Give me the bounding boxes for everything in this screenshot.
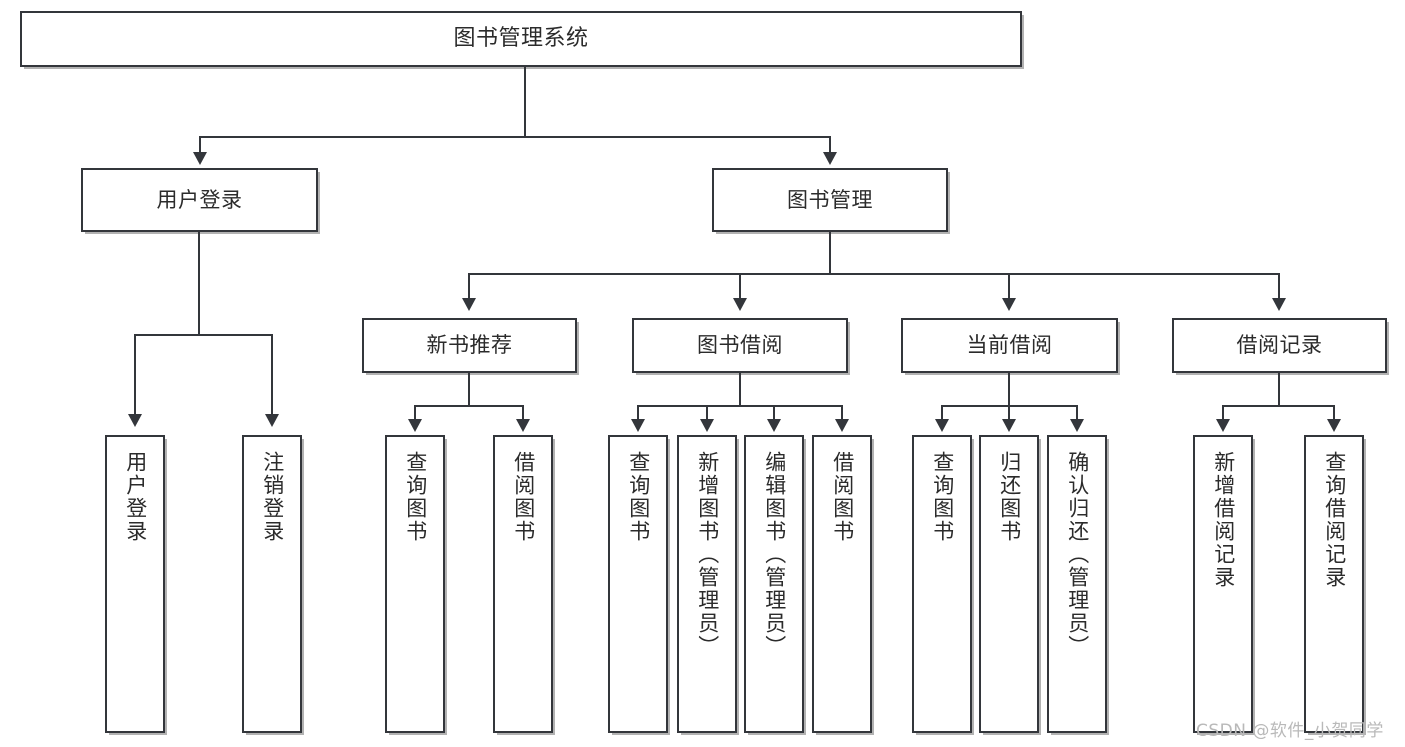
leaf-query-book-borrow[interactable]: 查询图书 bbox=[608, 435, 668, 733]
connector-borrow-record-stem bbox=[1278, 373, 1280, 406]
arrowhead-leaf-query-book-nb bbox=[408, 419, 422, 432]
arrowhead-leaf-return-book bbox=[1002, 419, 1016, 432]
node-borrow-record[interactable]: 借阅记录 bbox=[1172, 318, 1387, 373]
node-book-management[interactable]: 图书管理 bbox=[712, 168, 948, 232]
node-label: 用户登录 bbox=[123, 451, 148, 543]
node-label: 新书推荐 bbox=[426, 333, 513, 358]
node-label: 借阅记录 bbox=[1236, 333, 1323, 358]
connector-user-login-bus bbox=[134, 334, 272, 336]
node-label: 查询图书 bbox=[403, 451, 428, 543]
connector-book-borrow-drop-4 bbox=[841, 405, 843, 422]
connector-new-book-stem bbox=[468, 373, 470, 406]
arrowhead-leaf-borrow-book-nb bbox=[516, 419, 530, 432]
leaf-borrow-book-new-recommend[interactable]: 借阅图书 bbox=[493, 435, 553, 733]
arrowhead-current-borrow bbox=[1002, 298, 1016, 311]
node-new-book-recommend[interactable]: 新书推荐 bbox=[362, 318, 577, 373]
arrowhead-new-book-recommend bbox=[462, 298, 476, 311]
node-label: 编辑图书（管理员） bbox=[762, 451, 787, 658]
connector-borrow-record-bus bbox=[1222, 405, 1335, 407]
connector-root-bus bbox=[199, 136, 831, 138]
arrowhead-borrow-record bbox=[1272, 298, 1286, 311]
node-label: 新增图书（管理员） bbox=[695, 451, 720, 658]
connector-root-to-book-manage bbox=[829, 136, 831, 155]
connector-book-borrow-drop-2 bbox=[706, 405, 708, 422]
leaf-return-book[interactable]: 归还图书 bbox=[979, 435, 1039, 733]
connector-user-login-stem bbox=[198, 232, 200, 335]
node-label: 归还图书 bbox=[997, 451, 1022, 543]
arrowhead-leaf-add-record bbox=[1216, 419, 1230, 432]
arrowhead-leaf-add-book bbox=[700, 419, 714, 432]
leaf-logout[interactable]: 注销登录 bbox=[242, 435, 302, 733]
node-user-login[interactable]: 用户登录 bbox=[81, 168, 318, 232]
connector-to-current-borrow bbox=[1008, 273, 1010, 301]
node-label: 新增借阅记录 bbox=[1211, 451, 1236, 589]
arrowhead-leaf-query-book-bb bbox=[631, 419, 645, 432]
connector-new-book-bus bbox=[414, 405, 524, 407]
arrowhead-user-login bbox=[193, 152, 207, 165]
connector-book-management-stem bbox=[829, 232, 831, 274]
connector-new-book-drop-2 bbox=[522, 405, 524, 422]
node-current-borrow[interactable]: 当前借阅 bbox=[901, 318, 1118, 373]
arrowhead-leaf-query-record bbox=[1327, 419, 1341, 432]
node-label: 借阅图书 bbox=[511, 451, 536, 543]
node-root-system[interactable]: 图书管理系统 bbox=[20, 11, 1022, 67]
connector-current-borrow-drop-2 bbox=[1008, 405, 1010, 422]
connector-book-borrow-drop-1 bbox=[637, 405, 639, 422]
leaf-query-book-current[interactable]: 查询图书 bbox=[912, 435, 972, 733]
arrowhead-book-manage bbox=[823, 152, 837, 165]
arrowhead-leaf-query-book-cb bbox=[935, 419, 949, 432]
connector-new-book-drop-1 bbox=[414, 405, 416, 422]
node-label: 查询图书 bbox=[930, 451, 955, 543]
node-label: 注销登录 bbox=[260, 451, 285, 543]
connector-borrow-record-drop-1 bbox=[1222, 405, 1224, 422]
leaf-query-book-new-recommend[interactable]: 查询图书 bbox=[385, 435, 445, 733]
node-label: 用户登录 bbox=[156, 187, 243, 212]
connector-book-borrow-bus bbox=[637, 405, 843, 407]
node-label: 图书管理 bbox=[787, 187, 873, 212]
connector-user-login-drop-2 bbox=[271, 334, 273, 417]
leaf-confirm-return-admin[interactable]: 确认归还（管理员） bbox=[1047, 435, 1107, 733]
node-label: 确认归还（管理员） bbox=[1065, 451, 1090, 658]
arrowhead-leaf-logout bbox=[265, 414, 279, 427]
connector-borrow-record-drop-2 bbox=[1333, 405, 1335, 422]
arrowhead-leaf-user-login bbox=[128, 414, 142, 427]
connector-current-borrow-drop-3 bbox=[1076, 405, 1078, 422]
node-label: 查询图书 bbox=[626, 451, 651, 543]
connector-root-stem bbox=[524, 67, 526, 137]
node-label: 当前借阅 bbox=[966, 333, 1053, 358]
leaf-add-book-admin[interactable]: 新增图书（管理员） bbox=[677, 435, 737, 733]
connector-to-new-book bbox=[468, 273, 470, 301]
node-label: 图书管理系统 bbox=[453, 26, 589, 52]
leaf-user-login[interactable]: 用户登录 bbox=[105, 435, 165, 733]
connector-user-login-drop-1 bbox=[134, 334, 136, 417]
arrowhead-leaf-confirm-return bbox=[1070, 419, 1084, 432]
arrowhead-leaf-edit-book bbox=[767, 419, 781, 432]
leaf-add-borrow-record[interactable]: 新增借阅记录 bbox=[1193, 435, 1253, 733]
leaf-query-borrow-record[interactable]: 查询借阅记录 bbox=[1304, 435, 1364, 733]
arrowhead-leaf-borrow-book-bb bbox=[835, 419, 849, 432]
connector-book-borrow-stem bbox=[739, 373, 741, 406]
connector-level3-bus bbox=[468, 273, 1280, 275]
connector-current-borrow-drop-1 bbox=[941, 405, 943, 422]
csdn-watermark: CSDN @软件_小贺同学 bbox=[1196, 721, 1384, 741]
node-book-borrow[interactable]: 图书借阅 bbox=[632, 318, 848, 373]
node-label: 借阅图书 bbox=[830, 451, 855, 543]
connector-to-borrow-record bbox=[1278, 273, 1280, 301]
connector-to-book-borrow bbox=[739, 273, 741, 301]
node-label: 查询借阅记录 bbox=[1322, 451, 1347, 589]
node-label: 图书借阅 bbox=[697, 333, 783, 358]
connector-root-to-user-login bbox=[199, 136, 201, 155]
leaf-borrow-book[interactable]: 借阅图书 bbox=[812, 435, 872, 733]
connector-current-borrow-stem bbox=[1008, 373, 1010, 406]
connector-book-borrow-drop-3 bbox=[773, 405, 775, 422]
leaf-edit-book-admin[interactable]: 编辑图书（管理员） bbox=[744, 435, 804, 733]
arrowhead-book-borrow bbox=[733, 298, 747, 311]
